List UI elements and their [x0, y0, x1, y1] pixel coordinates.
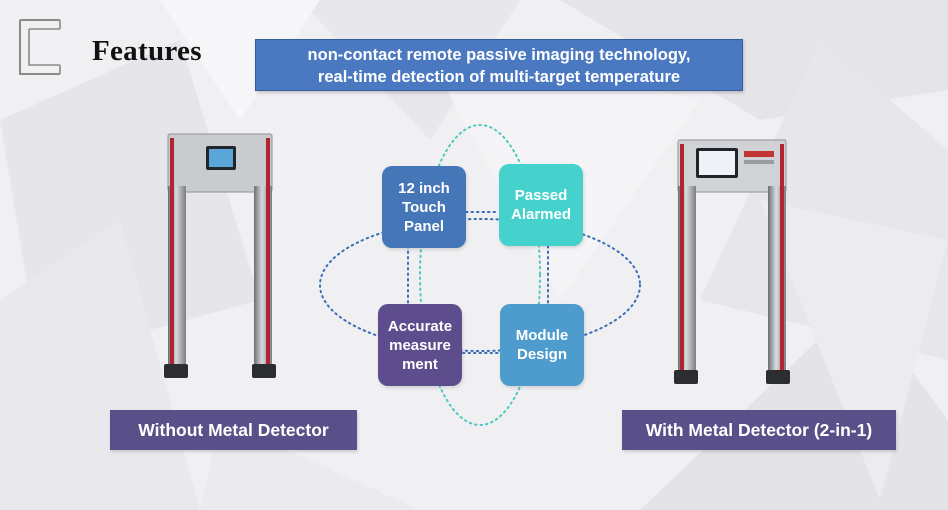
feature-accurate-measurement-label: Accurate measure ment	[387, 317, 453, 373]
banner-line-2: real-time detection of multi-target temp…	[317, 68, 681, 86]
feature-passed-alarmed-label: Passed Alarmed	[510, 187, 572, 223]
headline-banner: non-contact remote passive imaging techn…	[255, 39, 743, 91]
feature-touch-panel: 12 inch Touch Panel	[382, 166, 466, 248]
feature-module-design-label: Module Design	[515, 327, 569, 363]
feature-touch-panel-label: 12 inch Touch Panel	[398, 179, 450, 235]
feature-orbit-diagram	[319, 124, 641, 426]
logo-mark	[19, 19, 61, 75]
caption-with-metal-detector: With Metal Detector (2-in-1)	[622, 410, 896, 450]
caption-without-metal-detector: Without Metal Detector	[110, 410, 357, 450]
walkthrough-gate-without-metal-detector	[164, 133, 276, 378]
page-title: Features	[92, 35, 202, 67]
feature-accurate-measurement: Accurate measure ment	[378, 304, 462, 386]
banner-line-1: non-contact remote passive imaging techn…	[307, 46, 691, 64]
feature-module-design: Module Design	[500, 304, 584, 386]
feature-passed-alarmed: Passed Alarmed	[499, 164, 583, 246]
walkthrough-gate-with-metal-detector	[674, 139, 790, 384]
